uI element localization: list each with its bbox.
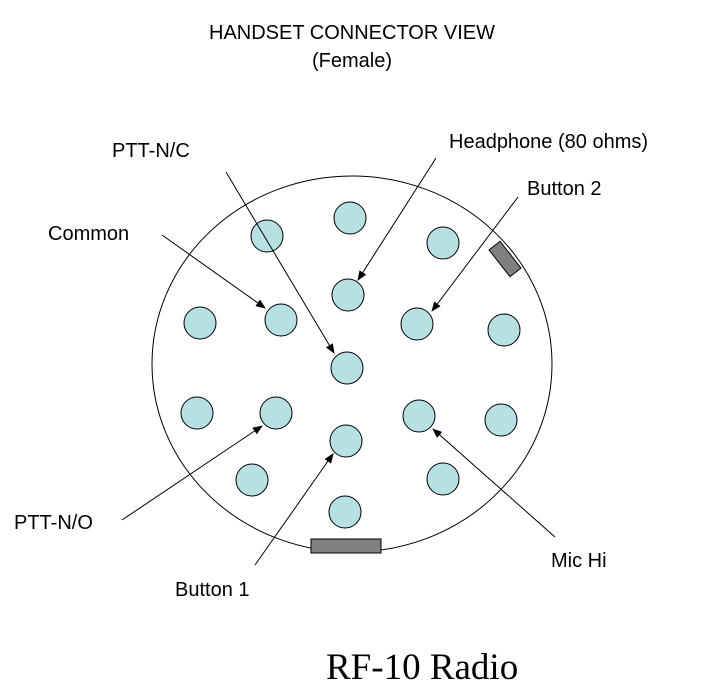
connector-pin bbox=[329, 424, 363, 458]
connector-pin bbox=[333, 201, 367, 235]
connector-pin bbox=[330, 351, 364, 385]
arrow-button2 bbox=[431, 196, 519, 312]
arrow-ptt-no bbox=[121, 425, 263, 521]
connector-pin bbox=[426, 226, 460, 260]
connector-pin bbox=[487, 313, 521, 347]
diagram-subtitle: (Female) bbox=[312, 50, 392, 72]
arrow-button1 bbox=[254, 453, 334, 566]
side-key-notch bbox=[488, 240, 522, 278]
label-headphone: Headphone (80 ohms) bbox=[449, 131, 648, 153]
radio-model-caption: RF-10 Radio bbox=[326, 647, 518, 688]
pin-group bbox=[180, 201, 521, 529]
connector-pin bbox=[484, 403, 518, 437]
label-common: Common bbox=[48, 223, 129, 245]
connector-pin bbox=[259, 396, 293, 430]
label-ptt-nc: PTT-N/C bbox=[112, 140, 190, 162]
label-ptt-no: PTT-N/O bbox=[14, 512, 93, 534]
leader-lines bbox=[121, 157, 556, 566]
connector-pin bbox=[180, 396, 214, 430]
arrow-mic-hi bbox=[432, 428, 556, 538]
connector-pin bbox=[328, 495, 362, 529]
label-button2: Button 2 bbox=[527, 178, 602, 200]
connector-pin bbox=[402, 399, 436, 433]
connector-pin bbox=[235, 463, 269, 497]
connector-pin bbox=[183, 306, 217, 340]
arrow-ptt-nc bbox=[225, 171, 335, 354]
connector-pin bbox=[264, 303, 298, 337]
label-mic-hi: Mic Hi bbox=[551, 550, 607, 572]
connector-pin bbox=[331, 278, 365, 312]
diagram-title: HANDSET CONNECTOR VIEW bbox=[209, 22, 495, 44]
label-button1: Button 1 bbox=[175, 579, 250, 601]
bottom-key-notch bbox=[310, 538, 382, 554]
arrow-headphone bbox=[357, 157, 437, 281]
connector-pin bbox=[426, 462, 460, 496]
arrow-common bbox=[161, 234, 266, 309]
connector-pin bbox=[250, 219, 284, 253]
connector-pin bbox=[400, 307, 434, 341]
